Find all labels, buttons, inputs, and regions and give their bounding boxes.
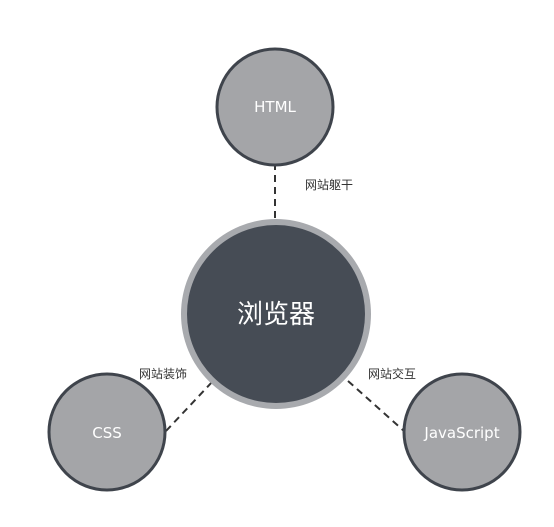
- node-html: HTML: [215, 47, 335, 167]
- connector-css: [165, 381, 213, 432]
- node-browser: 浏览器: [181, 219, 371, 409]
- edge-label-css: 网站装饰: [139, 367, 188, 381]
- connector-js: [347, 380, 405, 432]
- node-browser-label: 浏览器: [237, 300, 315, 330]
- edge-label-html: 网站躯干: [305, 178, 354, 192]
- edge-label-js: 网站交互: [368, 367, 417, 381]
- node-javascript-label: JavaScript: [423, 424, 499, 442]
- node-html-label: HTML: [254, 98, 296, 116]
- node-javascript: JavaScript: [402, 372, 522, 492]
- node-css: CSS: [47, 372, 167, 492]
- node-css-label: CSS: [92, 424, 122, 442]
